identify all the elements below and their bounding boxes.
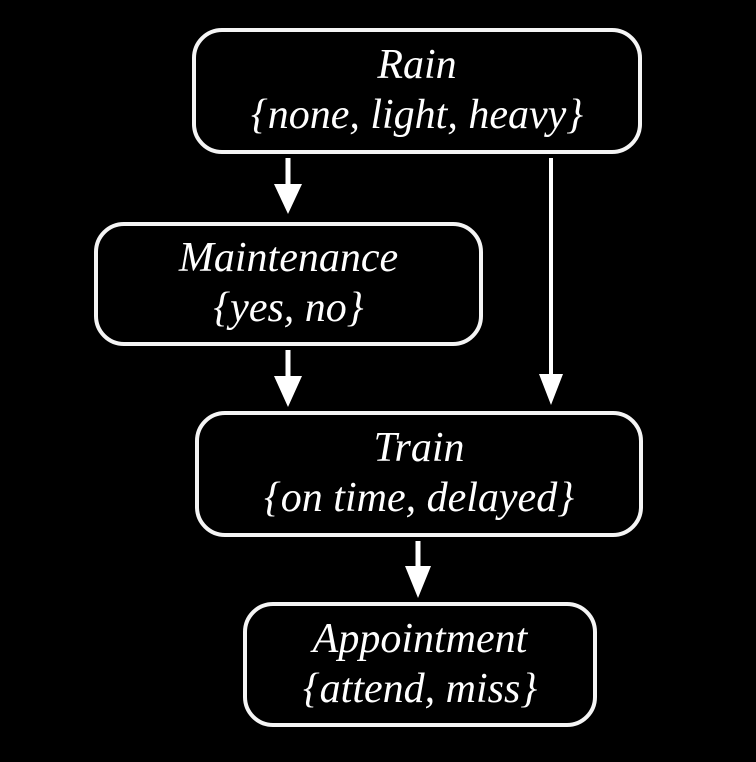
node-appointment: Appointment {attend, miss} xyxy=(243,602,597,727)
edge-arrow-rain-to-train xyxy=(539,158,563,405)
node-train-domain: {on time, delayed} xyxy=(264,475,574,521)
node-rain-name: Rain xyxy=(377,42,457,89)
node-rain-domain: {none, light, heavy} xyxy=(250,92,584,138)
edge-arrow-train-to-appointment xyxy=(405,541,431,598)
node-train-name: Train xyxy=(373,425,465,472)
node-maintenance-domain: {yes, no} xyxy=(213,285,364,331)
edge-arrow-rain-to-maintenance xyxy=(274,158,302,214)
edge-arrow-maintenance-to-train xyxy=(274,350,302,407)
node-appointment-domain: {attend, miss} xyxy=(302,665,538,712)
node-rain: Rain {none, light, heavy} xyxy=(192,28,642,154)
node-train: Train {on time, delayed} xyxy=(195,411,643,537)
node-appointment-name: Appointment xyxy=(312,615,528,662)
node-maintenance-name: Maintenance xyxy=(178,235,399,282)
node-maintenance: Maintenance {yes, no} xyxy=(94,222,483,346)
